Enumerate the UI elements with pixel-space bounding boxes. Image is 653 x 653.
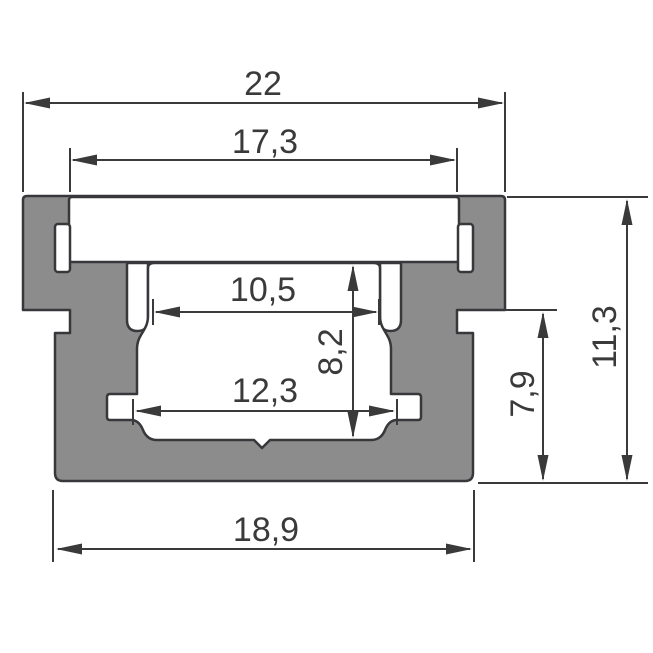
arrow-up — [347, 265, 359, 291]
arrow-down — [347, 412, 359, 438]
dim-label-cover-width: 17,3 — [232, 123, 298, 161]
dim-label-channel-height: 8,2 — [312, 328, 350, 375]
arrow-up — [537, 312, 549, 338]
arrow-down — [537, 455, 549, 481]
arrow-left — [56, 543, 82, 555]
dim-label-channel-bottom-width: 12,3 — [232, 372, 298, 410]
arrow-down — [621, 455, 633, 481]
dim-label-channel-top-width: 10,5 — [230, 271, 296, 309]
dim-label-base-width: 18,9 — [233, 511, 299, 549]
dim-label-side-height: 7,9 — [504, 370, 542, 417]
dimension-lines — [26, 102, 628, 550]
arrow-left — [71, 154, 97, 166]
arrow-up — [621, 199, 633, 225]
led-channel-cavity — [105, 261, 423, 450]
arrow-right — [446, 543, 472, 555]
leg-slot-right — [378, 261, 403, 333]
dim-label-overall-height: 11,3 — [586, 305, 624, 369]
dimension-labels: 22 17,3 10,5 8,2 12,3 7,9 11,3 18,9 — [230, 65, 624, 549]
cover-clip-slot-right — [456, 222, 475, 274]
extension-lines — [22, 92, 648, 562]
dim-label-overall-width: 22 — [244, 65, 282, 103]
leg-slot-left — [125, 261, 150, 333]
cover-clip-slot-left — [53, 222, 72, 274]
arrow-right — [430, 154, 456, 166]
dimension-annotations: 22 17,3 10,5 8,2 12,3 7,9 11,3 18,9 — [22, 65, 648, 562]
arrow-left — [24, 97, 50, 109]
arrow-right — [478, 97, 504, 109]
arrow-left — [135, 405, 161, 417]
arrowheads — [24, 97, 633, 555]
arrow-right — [352, 306, 378, 318]
profile-cross-section — [21, 194, 507, 483]
cover-plate — [67, 195, 461, 264]
arrow-right — [369, 405, 395, 417]
arrow-left — [154, 306, 180, 318]
